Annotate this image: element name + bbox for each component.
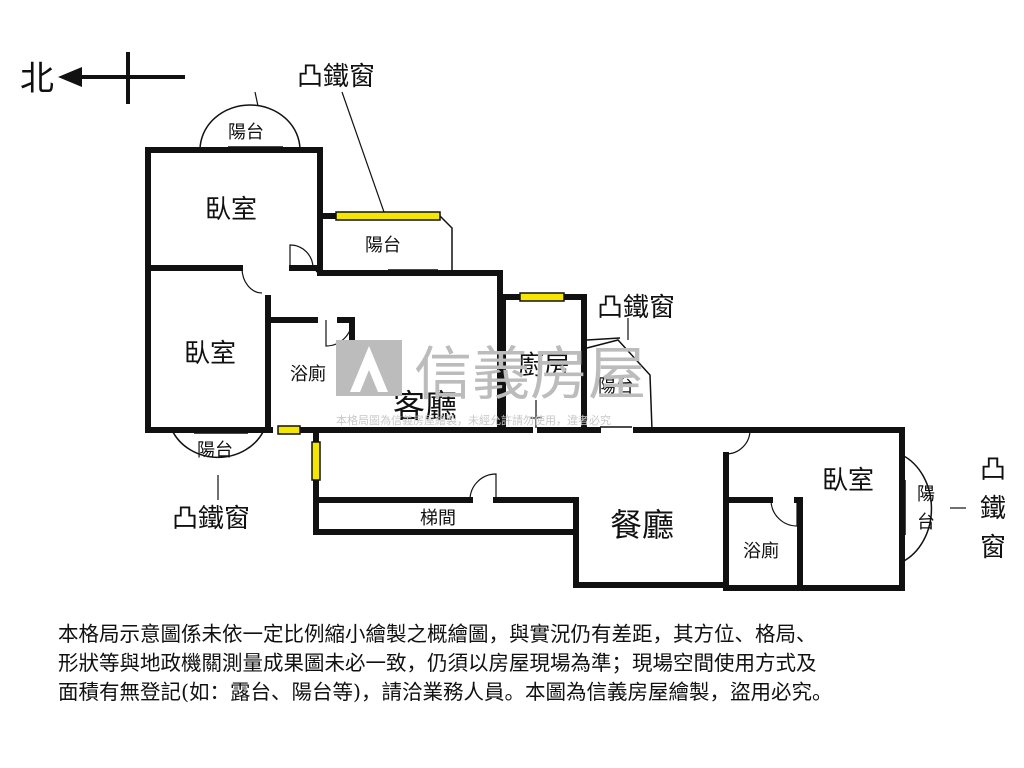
north-arrow	[58, 52, 185, 104]
disclaimer-line-1: 本格局示意圖係未依一定比例縮小繪製之概繪圖，與實況仍有差距，其方位、格局、	[58, 622, 817, 646]
room-bedroom-top: 臥室	[205, 195, 257, 225]
doors	[241, 244, 798, 527]
room-living: 客廳	[393, 387, 457, 425]
room-bedroom-left: 臥室	[184, 339, 236, 369]
disclaimer-line-3: 面積有無登記(如：露台、陽台等)，請洽業務人員。本圖為信義房屋繪製，盜用必究。	[58, 680, 833, 704]
room-balcony-top: 陽台	[228, 122, 264, 143]
watermark-brand: 信義房屋	[414, 340, 646, 408]
callout-leaders	[217, 91, 966, 509]
balcony-outlines	[171, 104, 933, 563]
callout-right-window-3: 窗	[980, 533, 1006, 563]
callout-kitchen-window: 凸鐵窗	[597, 293, 675, 323]
callout-bottom-window: 凸鐵窗	[172, 504, 250, 534]
watermark-note: 本格局圖為信義房屋繪製，未經允許請勿使用，違者必究	[336, 413, 611, 427]
room-kitchen: 廚房	[518, 351, 570, 381]
room-stair: 梯間	[420, 508, 456, 529]
room-balcony-right-1: 陽	[917, 484, 935, 505]
compass-label: 北	[20, 59, 54, 99]
room-balcony-bottom: 陽台	[197, 440, 233, 461]
room-balcony-right-2: 台	[917, 512, 935, 533]
room-balcony-mid: 陽台	[365, 235, 401, 256]
room-balcony-kitchen: 陽台	[598, 376, 634, 397]
room-bath-right: 浴廁	[743, 540, 779, 562]
disclaimer: 本格局示意圖係未依一定比例縮小繪製之概繪圖，與實況仍有差距，其方位、格局、 形狀…	[58, 620, 998, 707]
callout-right-window-2: 鐵	[980, 494, 1006, 524]
windows	[277, 211, 565, 481]
callout-top-window: 凸鐵窗	[297, 62, 375, 92]
disclaimer-line-2: 形狀等與地政機關測量成果圖未必一致，仍須以房屋現場為準；現場空間使用方式及	[58, 651, 817, 675]
watermark: 信義房屋 本格局圖為信義房屋繪製，未經允許請勿使用，違者必究	[336, 340, 646, 427]
room-bath-left: 浴廁	[290, 363, 326, 385]
callout-right-window-1: 凸	[980, 455, 1006, 485]
room-dining: 餐廳	[610, 506, 674, 544]
watermark-logo-icon	[336, 340, 402, 396]
room-bedroom-right: 臥室	[822, 466, 874, 496]
floor-plan: 北	[20, 52, 1006, 591]
